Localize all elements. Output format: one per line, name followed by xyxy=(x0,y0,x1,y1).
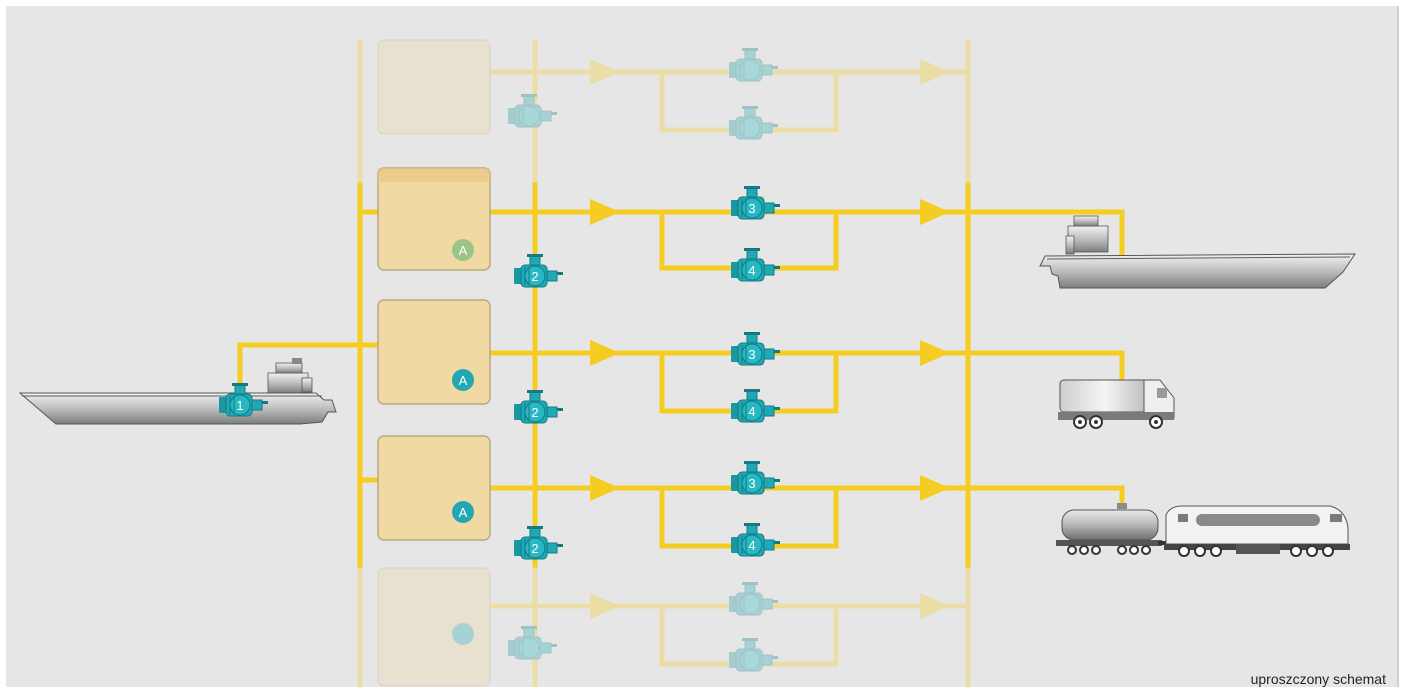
tank-truck-icon xyxy=(1058,379,1175,429)
standby-pump-icon: 4 xyxy=(730,388,781,423)
loading-pump-icon: 3 xyxy=(730,331,781,366)
tank-badge-label: A xyxy=(459,373,468,388)
svg-text:3: 3 xyxy=(748,347,755,362)
svg-text:3: 3 xyxy=(748,476,755,491)
loading-pump-icon: 3 xyxy=(730,185,781,220)
storage-tank: A xyxy=(377,299,491,405)
transfer-pump-icon: 2 xyxy=(513,253,564,288)
locomotive-icon xyxy=(1164,505,1350,557)
svg-text:2: 2 xyxy=(531,269,538,284)
loading-pump-icon: 3 xyxy=(730,460,781,495)
svg-text:1: 1 xyxy=(236,398,243,413)
standby-pump-icon: 4 xyxy=(730,247,781,282)
storage-tank: A xyxy=(377,435,491,541)
diagram-background xyxy=(6,6,1398,687)
tank-badge-label: A xyxy=(459,243,468,258)
faded-top-row xyxy=(357,39,971,185)
transfer-pump-icon: 2 xyxy=(513,525,564,560)
rail-tank-car-icon xyxy=(1056,503,1166,555)
svg-text:4: 4 xyxy=(748,263,755,278)
transfer-pump-icon: 2 xyxy=(513,389,564,424)
svg-text:4: 4 xyxy=(748,404,755,419)
storage-tank: A xyxy=(377,167,491,271)
diagram-caption: uproszczony schemat xyxy=(1250,671,1386,687)
svg-text:3: 3 xyxy=(748,201,755,216)
tanker-ship-icon xyxy=(1039,215,1356,289)
tank-badge-label: A xyxy=(459,505,468,520)
svg-text:2: 2 xyxy=(531,405,538,420)
svg-text:2: 2 xyxy=(531,541,538,556)
standby-pump-icon: 4 xyxy=(730,522,781,557)
svg-text:4: 4 xyxy=(748,538,755,553)
faded-bottom-row xyxy=(357,565,971,687)
